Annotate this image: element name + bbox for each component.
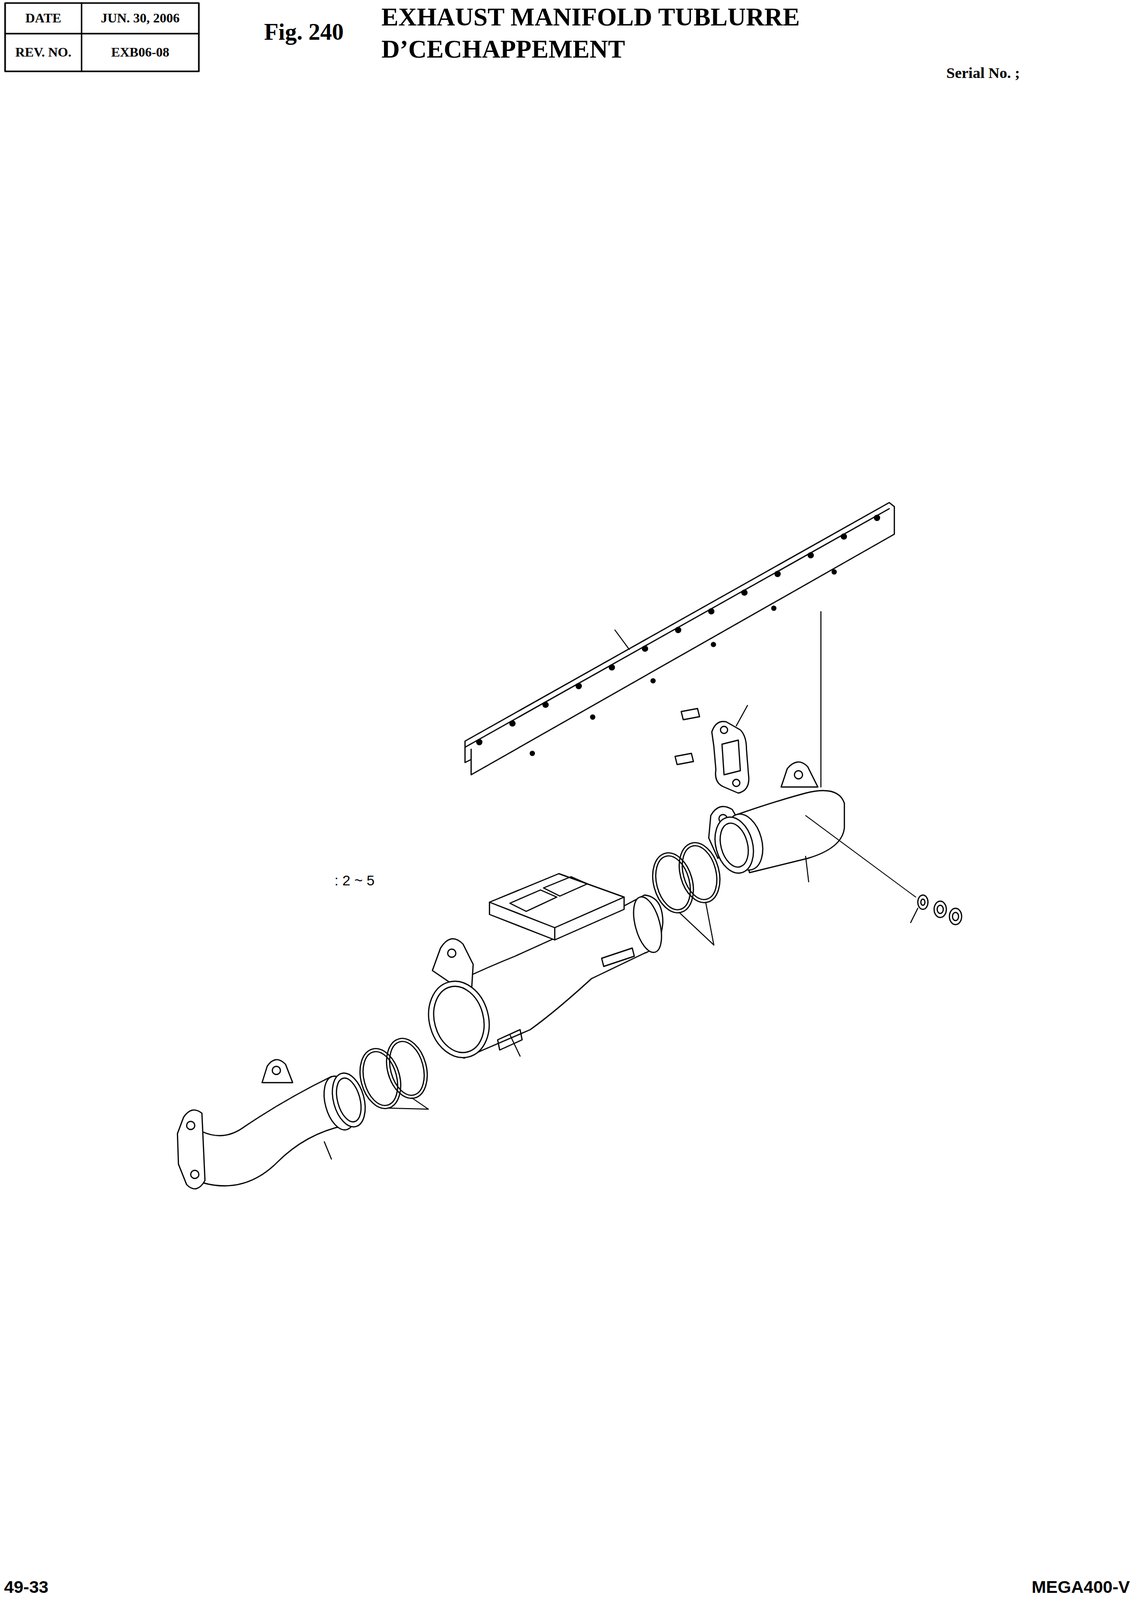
- plate-hole: [590, 715, 595, 720]
- plate-hole: [543, 702, 549, 708]
- plate-hole: [841, 534, 847, 540]
- plate-hole: [651, 679, 656, 684]
- header-table: [5, 3, 199, 72]
- plate-hole: [711, 642, 716, 647]
- table-cell: EXB06-08: [81, 33, 199, 72]
- table-cell: JUN. 30, 2006: [81, 3, 199, 34]
- table-cell: REV. NO.: [5, 33, 82, 72]
- plate-hole: [775, 571, 781, 577]
- figure-title: EXHAUST MANIFOLD TUBLURRE D’CECHAPPEMENT: [381, 1, 820, 65]
- heat-shield-plate: [465, 502, 895, 776]
- plate-hole: [832, 570, 837, 575]
- table-cell: DATE: [5, 3, 82, 34]
- seal-ring: [353, 1034, 434, 1114]
- figure-number: Fig. 240: [264, 18, 344, 46]
- plate-hole: [609, 664, 615, 670]
- plate-hole: [476, 739, 482, 745]
- plate-hole: [675, 627, 681, 633]
- plate-hole: [530, 751, 535, 756]
- gasket: [711, 721, 750, 794]
- plate-hole: [576, 683, 582, 689]
- washer-and-nuts: [917, 895, 962, 925]
- model-name: MEGA400-V: [1031, 1577, 1130, 1598]
- front-exhaust-pipe: [177, 1060, 371, 1190]
- center-manifold: [420, 873, 667, 1065]
- plate-hole: [808, 552, 814, 558]
- plate-hole: [509, 720, 515, 727]
- rear-exhaust-pipe: [708, 762, 845, 879]
- page-number: 49-33: [4, 1577, 49, 1598]
- serial-note: Serial No. ;: [946, 64, 1020, 82]
- plate-hole: [741, 590, 747, 596]
- quantity-note: : 2 ~ 5: [334, 872, 375, 890]
- plate-hole: [874, 515, 880, 521]
- plate-hole: [771, 606, 777, 611]
- plate-hole: [708, 608, 714, 614]
- stud-bolt: [675, 708, 700, 765]
- plate-hole: [642, 646, 648, 652]
